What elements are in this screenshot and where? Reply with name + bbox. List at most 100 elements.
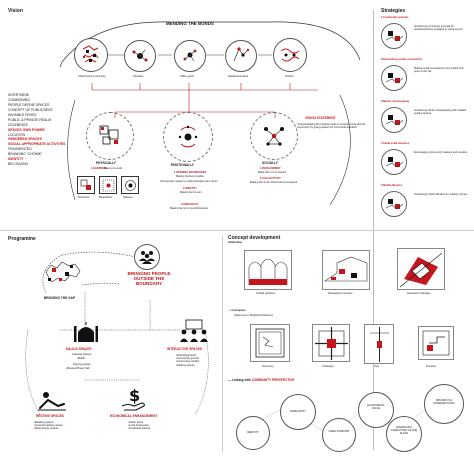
resting-item: •Defer leisure spaces — [34, 427, 59, 431]
con-panel-geometry — [250, 324, 290, 362]
bridging-gap-scribble — [45, 261, 81, 283]
territories-box — [77, 176, 95, 194]
perspective-label-identity: IDENTITY — [247, 431, 259, 434]
economical-items: •Urban farms•Local businesses•Vocational… — [128, 421, 150, 431]
vision-keyword: BELONGING — [8, 162, 29, 167]
horizontal-divider — [0, 230, 474, 231]
idea-caption-arched: Arched pavilions — [256, 292, 276, 295]
pillar-label-physically: PHYSICALLY — [96, 161, 116, 165]
perspective-label-enhancing: ENHANCING CHARACTER OF THE PLACE — [390, 426, 418, 436]
vision-keyword: PUBLIC & PRIVATE REALM — [8, 117, 52, 122]
vision-keyword: INTERTWINE — [8, 93, 30, 97]
terraces-icon — [324, 256, 368, 282]
node-label-hawkers: Hawkers/vendors — [228, 75, 249, 78]
socially-note-1: Make them to be shared — [258, 171, 286, 174]
geometric-pathway-icon — [399, 252, 443, 288]
strategy-icon-circle — [381, 107, 407, 133]
pillar-label-socially: SOCIALLY — [262, 161, 278, 165]
con-caption-terraces: Terraces — [426, 365, 436, 368]
emotionally-heading-3: 3.HIERARCHY — [181, 203, 199, 206]
node-label-faculties: Faculties — [133, 75, 144, 78]
socially-note-2: Making feel to be shared and correspond — [250, 181, 298, 184]
economical-item: •Vocational training — [128, 427, 151, 431]
majlis-title: MAJLIS SPACES — [66, 347, 92, 351]
majlis-praying-label: Praying spaces — [73, 363, 91, 366]
hawkers-icon — [233, 47, 250, 62]
resting-item: •Covered seating spaces — [34, 424, 63, 428]
perspective-node-pathways — [424, 384, 464, 424]
idea-caption-geometric: Geometric pathways — [407, 292, 431, 295]
spheres-box — [121, 176, 139, 194]
idea-panel-terraces — [322, 250, 370, 290]
vision-statement-text: "Acknowledging the forgotten links to re… — [297, 123, 366, 129]
emotionally-icon — [178, 125, 198, 148]
initial-ideas-label: Initial ideas — [228, 241, 243, 244]
people-icon-circle — [134, 244, 160, 270]
economical-item: •Urban farms — [128, 421, 144, 424]
perspective-label-familiarity: FAMILIARITY — [290, 410, 306, 413]
socially-icon — [264, 127, 284, 146]
strategy-scribble-icon — [385, 199, 404, 210]
idea-panel-geometric — [397, 248, 445, 290]
strategy-scribble-icon — [385, 157, 404, 168]
majlis-learning-label: Learning spaces — [72, 353, 92, 356]
node-label-community: Chand Chuk community — [78, 75, 106, 78]
strategy-title: 3.Master streetscaping — [381, 100, 410, 103]
strategy-text: Introducing vibrant streetscaping with s… — [414, 109, 467, 116]
interactive-item: •Seating spaces — [176, 363, 195, 367]
perspective-label-user-comfort: USER COMFORT — [328, 430, 350, 433]
perspective-node-familiarity — [280, 394, 316, 430]
pillar-circle-socially — [250, 112, 298, 160]
socially-heading-2: 2.COLLECTIVITY — [260, 177, 281, 180]
vision-keyword: INVISIBLE FENCE — [8, 112, 37, 117]
resting-items: •Reading spaces•Covered seating spaces•D… — [34, 421, 63, 431]
strategy-icon-circle — [381, 65, 407, 91]
emotionally-note-3: Making feel to own — [180, 191, 202, 194]
majlis-learning-item: •Mehfil — [77, 357, 85, 360]
perspective-node-economical — [358, 392, 394, 428]
arched-pavilion-icon — [248, 258, 288, 285]
perspective-node-user-comfort — [322, 418, 356, 452]
conception-label: — Conception — [228, 309, 246, 312]
con-panel-charbagh — [312, 324, 350, 362]
programme-connectors — [25, 251, 209, 416]
strategy-text: Introducing mobile libraries for reading… — [414, 193, 468, 196]
majlis-praying-item: •Mosque/Prayer hall — [66, 367, 90, 370]
boundaries-box — [99, 176, 117, 194]
linking-prefix: Linking with — [232, 378, 251, 382]
linking-red: COMMUNITY PERSPECTIVE — [251, 378, 295, 382]
node-label-office: Office goers — [180, 75, 194, 78]
perspective-label-economical: ECONOMICAL VALUE — [367, 404, 385, 411]
con-caption-geometry: Geometry — [262, 365, 274, 368]
perspective-node-identity — [236, 416, 270, 450]
territories-icon — [80, 179, 91, 190]
vision-keyword: PEOPLE DEFINE SPACES — [8, 102, 50, 107]
vision-keyword: IDENTITY — [8, 157, 24, 162]
vision-keyword: CONCEPT OF PUBLICNESS — [8, 107, 53, 112]
charbagh-icon — [315, 327, 348, 360]
interactive-item: •Connecting corridor — [176, 360, 200, 364]
pillar-circle-emotionally — [163, 112, 213, 162]
resting-title: RESTING SPACES — [36, 414, 64, 418]
strategy-icon-circle — [381, 191, 407, 217]
terraces-plan-icon — [422, 330, 450, 356]
node-circle-faculties — [124, 40, 156, 72]
vision-keyword: SPACES OWN POWER — [8, 127, 45, 132]
linking-label: — Linking with COMMUNITY PERSPECTIVE — [228, 378, 295, 382]
pillar-label-emotionally: EMOTIONALLY — [171, 163, 194, 167]
strategy-icon-circle — [381, 149, 407, 175]
node-circle-hawkers — [225, 40, 257, 72]
strategy-title: 4.Small scale business — [381, 142, 410, 145]
bridging-gap-label: BRIDGING THE GAP — [44, 296, 75, 300]
node-circle-office — [174, 40, 206, 72]
economical-item: •Local businesses — [128, 424, 149, 428]
geometry-icon — [255, 328, 285, 358]
idea-caption-terraces: Reimagining terraces — [328, 292, 353, 295]
interactive-item: •Community ground — [176, 357, 199, 361]
idea-panel-arched — [244, 250, 292, 290]
con-caption-charbagh: Charbagh — [322, 365, 334, 368]
emotionally-note-1: Making barriers invisible — [176, 175, 204, 178]
community-scribble-icon — [82, 45, 99, 63]
spheres-icon — [125, 180, 136, 191]
